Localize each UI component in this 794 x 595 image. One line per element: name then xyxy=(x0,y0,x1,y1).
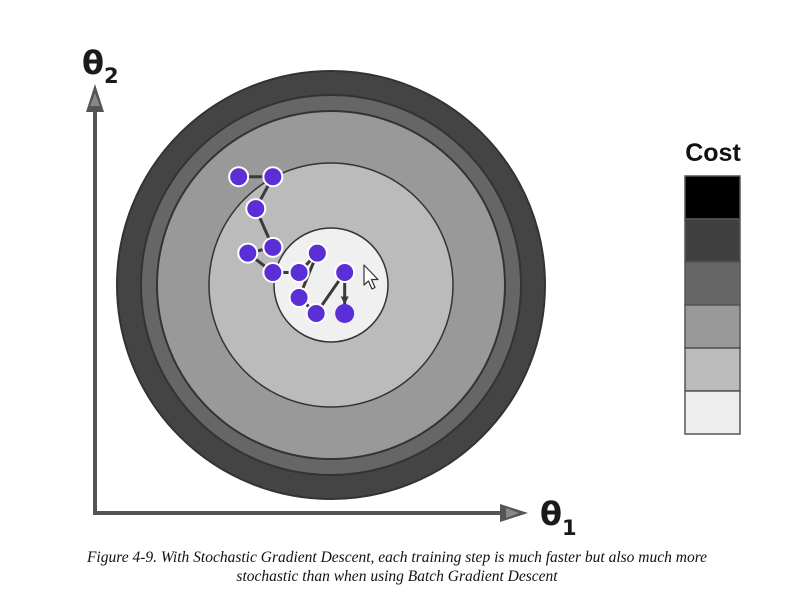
path-point xyxy=(306,242,328,264)
contour-minimum xyxy=(273,227,389,343)
legend-swatch xyxy=(684,261,741,306)
path-point xyxy=(262,236,284,258)
legend-swatch xyxy=(684,218,741,263)
legend-title: Cost xyxy=(685,139,741,167)
legend-swatches xyxy=(684,175,741,435)
caption-line-1: Figure 4-9. With Stochastic Gradient Des… xyxy=(86,549,708,566)
mouse-cursor-icon xyxy=(363,264,379,290)
path-point xyxy=(228,166,250,188)
figure-caption: Figure 4-9. With Stochastic Gradient Des… xyxy=(30,548,764,586)
path-point xyxy=(305,303,327,324)
path-point xyxy=(245,198,267,220)
path-point xyxy=(288,287,310,309)
legend-swatch xyxy=(684,304,741,349)
x-axis-arrow-inner-icon xyxy=(506,508,519,518)
caption-line-2: stochastic than when using Batch Gradien… xyxy=(236,568,558,585)
path-point xyxy=(262,166,284,188)
sgd-path xyxy=(228,166,356,324)
sgd-path-points xyxy=(228,166,356,324)
legend-swatch xyxy=(684,175,741,220)
path-point xyxy=(335,304,355,323)
axes: θ2 θ1 xyxy=(82,44,577,540)
path-point xyxy=(288,261,310,283)
legend-swatch xyxy=(684,347,741,392)
path-point xyxy=(262,261,284,283)
cost-legend: Cost xyxy=(684,139,741,435)
y-axis-arrow-inner-icon xyxy=(90,93,100,106)
cost-contours xyxy=(116,70,546,500)
x-axis-label: θ1 xyxy=(540,495,577,540)
path-point xyxy=(334,261,356,283)
y-axis-label: θ2 xyxy=(82,44,119,88)
legend-swatch xyxy=(684,390,741,435)
path-point xyxy=(237,242,259,264)
